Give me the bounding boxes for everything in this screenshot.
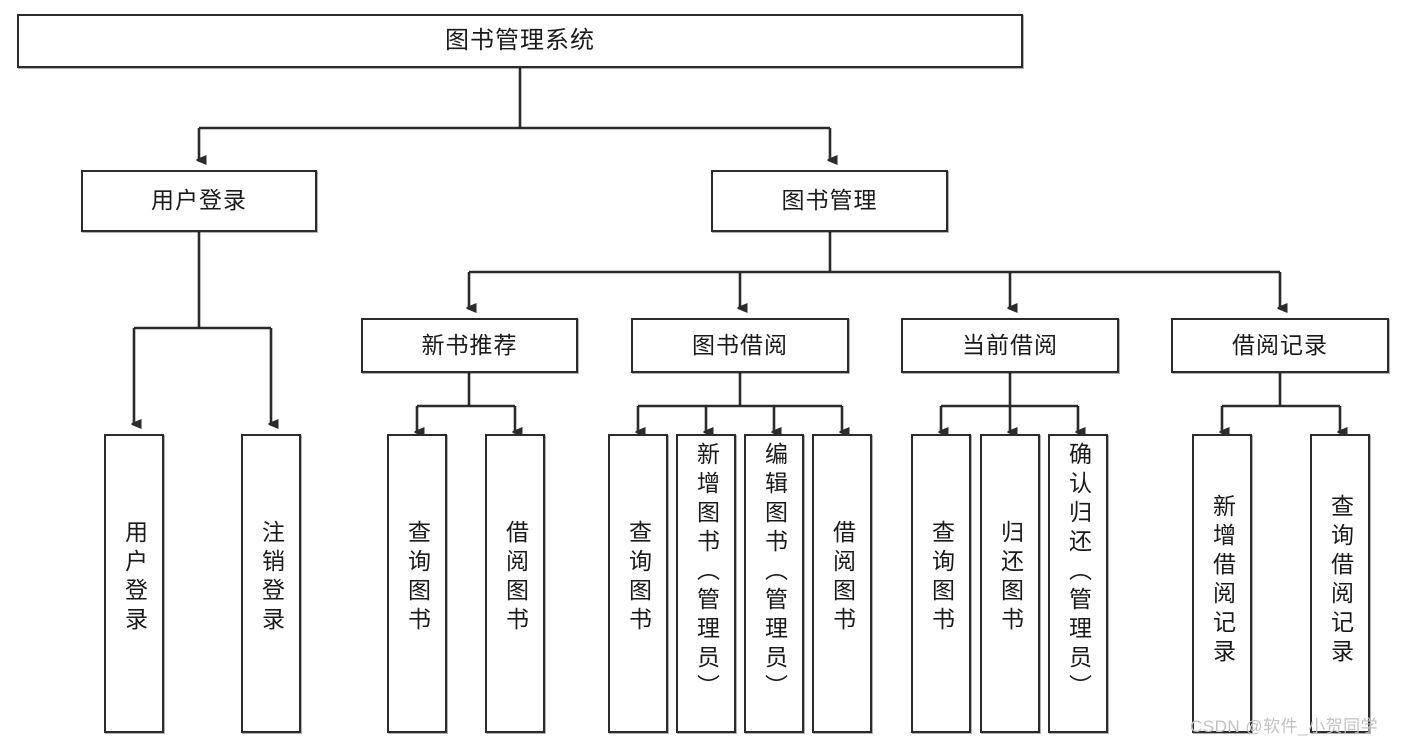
- leaf-confirm-return-label: 确认归还（管理员）: [1065, 442, 1092, 703]
- leaf-edit-book[interactable]: 编辑图书（管理员）: [744, 434, 804, 733]
- leaf-user-login[interactable]: 用户登录: [104, 434, 164, 733]
- node-borrow-record[interactable]: 借阅记录: [1171, 318, 1389, 373]
- leaf-query-book-2-label: 查询图书: [625, 520, 652, 636]
- leaf-add-book-label: 新增图书（管理员）: [693, 442, 720, 703]
- leaf-return-book[interactable]: 归还图书: [980, 434, 1040, 733]
- node-current-borrow[interactable]: 当前借阅: [901, 318, 1119, 373]
- leaf-borrow-book-1-label: 借阅图书: [502, 520, 529, 636]
- leaf-borrow-book-2[interactable]: 借阅图书: [812, 434, 872, 733]
- leaf-logout-label: 注销登录: [258, 520, 285, 636]
- node-borrow-record-label: 借阅记录: [1232, 331, 1328, 358]
- leaf-query-book-2[interactable]: 查询图书: [608, 434, 668, 733]
- leaf-borrow-book-2-label: 借阅图书: [829, 520, 856, 636]
- leaf-add-record-label: 新增借阅记录: [1209, 494, 1236, 668]
- node-book-borrow-label: 图书借阅: [692, 331, 788, 358]
- leaf-edit-book-label: 编辑图书（管理员）: [761, 442, 788, 703]
- node-book-borrow[interactable]: 图书借阅: [631, 318, 849, 373]
- node-user-login-label: 用户登录: [151, 187, 247, 214]
- leaf-query-book-3-label: 查询图书: [928, 520, 955, 636]
- leaf-user-login-label: 用户登录: [121, 520, 148, 636]
- leaf-query-record-label: 查询借阅记录: [1327, 494, 1354, 668]
- node-root-label: 图书管理系统: [445, 26, 595, 54]
- node-new-book-rec[interactable]: 新书推荐: [361, 318, 578, 373]
- node-book-manage[interactable]: 图书管理: [711, 170, 948, 232]
- node-user-login[interactable]: 用户登录: [81, 170, 317, 232]
- leaf-borrow-book-1[interactable]: 借阅图书: [485, 434, 545, 733]
- node-book-manage-label: 图书管理: [781, 187, 878, 214]
- node-root[interactable]: 图书管理系统: [17, 14, 1023, 68]
- leaf-add-record[interactable]: 新增借阅记录: [1192, 434, 1252, 733]
- leaf-query-book-1-label: 查询图书: [404, 520, 431, 636]
- leaf-query-book-1[interactable]: 查询图书: [387, 434, 447, 733]
- leaf-confirm-return[interactable]: 确认归还（管理员）: [1048, 434, 1108, 733]
- leaf-add-book[interactable]: 新增图书（管理员）: [676, 434, 736, 733]
- node-current-borrow-label: 当前借阅: [962, 331, 1058, 358]
- node-new-book-rec-label: 新书推荐: [421, 331, 518, 358]
- watermark: CSDN @软件_小贺同学: [1190, 717, 1379, 736]
- leaf-query-book-3[interactable]: 查询图书: [911, 434, 971, 733]
- leaf-query-record[interactable]: 查询借阅记录: [1310, 434, 1370, 733]
- leaf-logout[interactable]: 注销登录: [241, 434, 301, 733]
- leaf-return-book-label: 归还图书: [997, 520, 1024, 636]
